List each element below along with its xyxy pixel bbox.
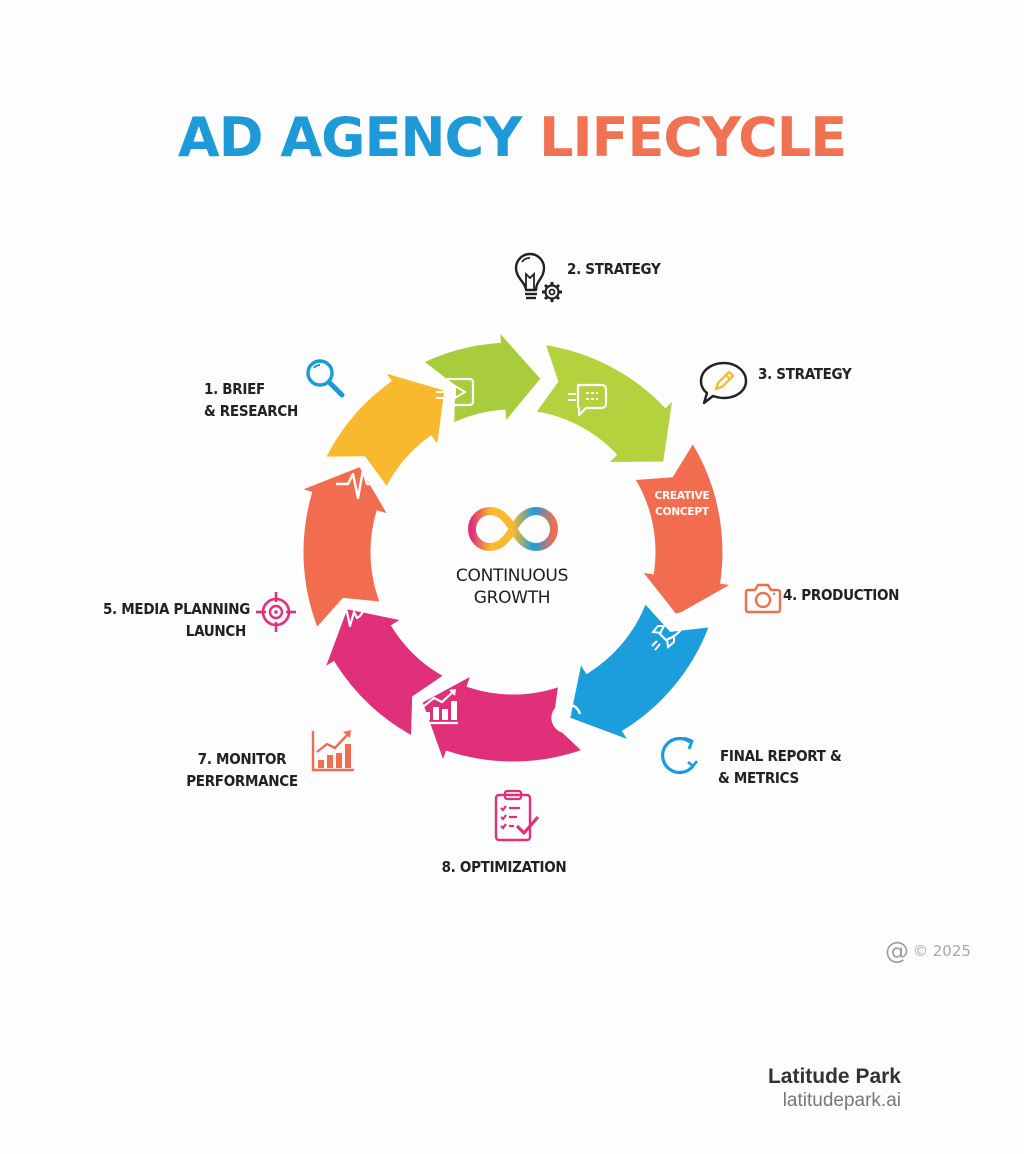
pulse-icon bbox=[336, 468, 378, 500]
segment-creative-concept bbox=[627, 434, 745, 622]
center-label-line1: CONTINUOUS bbox=[455, 566, 569, 586]
stage-production: 4. PRODUCTION bbox=[783, 584, 899, 606]
camera-icon bbox=[744, 583, 782, 614]
stage-strategy-2: 2. STRATEGY bbox=[567, 258, 661, 280]
stage-media-planning-line1: 5. MEDIA PLANNING bbox=[102, 600, 250, 618]
stage-optimization: 8. OPTIMIZATION bbox=[404, 856, 604, 878]
center-label-line2: GROWTH bbox=[473, 588, 551, 608]
segment-monitor bbox=[316, 603, 453, 744]
title-part-1: AD AGENCY bbox=[177, 106, 522, 169]
infinity-icon bbox=[467, 506, 559, 552]
stage-strategy-3-line1: 3. STRATEGY bbox=[758, 365, 852, 383]
lightbulb-gear-icon bbox=[514, 252, 562, 302]
segment-production bbox=[564, 595, 716, 749]
pulse-icon bbox=[334, 606, 365, 628]
page-title: AD AGENCY LIFECYCLE bbox=[0, 106, 1024, 169]
stage-monitor-line1: 7. MONITOR bbox=[197, 750, 287, 768]
segment-strategy-b bbox=[528, 339, 680, 468]
magnifier-icon bbox=[306, 359, 345, 398]
creative-concept-line2: CONCEPT bbox=[655, 506, 709, 518]
chat-icon bbox=[568, 383, 608, 417]
center-label: CONTINUOUS GROWTH bbox=[412, 565, 612, 609]
title-part-2: LIFECYCLE bbox=[539, 106, 847, 169]
stage-media-planning: 5. MEDIA PLANNING LAUNCH bbox=[80, 598, 250, 642]
stage-monitor-line2: PERFORMANCE bbox=[186, 772, 298, 790]
stage-brief-line2: & RESEARCH bbox=[203, 402, 298, 420]
stage-strategy-3: 3. STRATEGY bbox=[758, 363, 852, 385]
refresh-icon bbox=[661, 736, 699, 775]
speech-pencil-icon bbox=[699, 361, 748, 405]
bar-chart-icon bbox=[422, 689, 458, 725]
brand-url[interactable]: latitudepark.ai bbox=[782, 1090, 901, 1111]
segment-research bbox=[318, 364, 450, 496]
creative-concept-line1: CREATIVE bbox=[654, 490, 710, 502]
stage-brief-line1: 1. BRIEF bbox=[204, 380, 265, 398]
stage-final-report-line2: & METRICS bbox=[718, 769, 799, 787]
stage-final-report-line1: FINAL REPORT & bbox=[720, 747, 842, 765]
stage-monitor: 7. MONITOR PERFORMANCE bbox=[172, 748, 312, 792]
stage-final-report: FINAL REPORT & & METRICS bbox=[718, 745, 842, 789]
brand-block: Latitude Park latitudepark.ai bbox=[768, 1064, 901, 1112]
refresh-up-icon bbox=[551, 702, 582, 734]
copyright: @ © 2025 bbox=[885, 937, 971, 965]
segment-strategy-a bbox=[415, 319, 547, 433]
segment-final-report bbox=[416, 666, 591, 775]
segment-media-planning bbox=[288, 460, 398, 637]
stage-media-planning-line2: LAUNCH bbox=[185, 622, 247, 640]
stage-strategy-2-line1: 2. STRATEGY bbox=[567, 260, 661, 278]
video-icon bbox=[436, 377, 475, 407]
at-icon: @ bbox=[885, 937, 909, 965]
stage-optimization-line1: 8. OPTIMIZATION bbox=[441, 858, 567, 876]
growth-chart-icon bbox=[311, 730, 354, 772]
stage-brief: 1. BRIEF & RESEARCH bbox=[170, 378, 298, 422]
stage-production-line1: 4. PRODUCTION bbox=[783, 586, 900, 604]
target-icon bbox=[256, 592, 296, 632]
clipboard-check-icon bbox=[494, 789, 540, 842]
brand-name: Latitude Park bbox=[767, 1065, 901, 1088]
copyright-text: © 2025 bbox=[913, 942, 971, 960]
rocket-icon bbox=[651, 611, 688, 651]
creative-concept-label: CREATIVE CONCEPT bbox=[640, 488, 724, 520]
